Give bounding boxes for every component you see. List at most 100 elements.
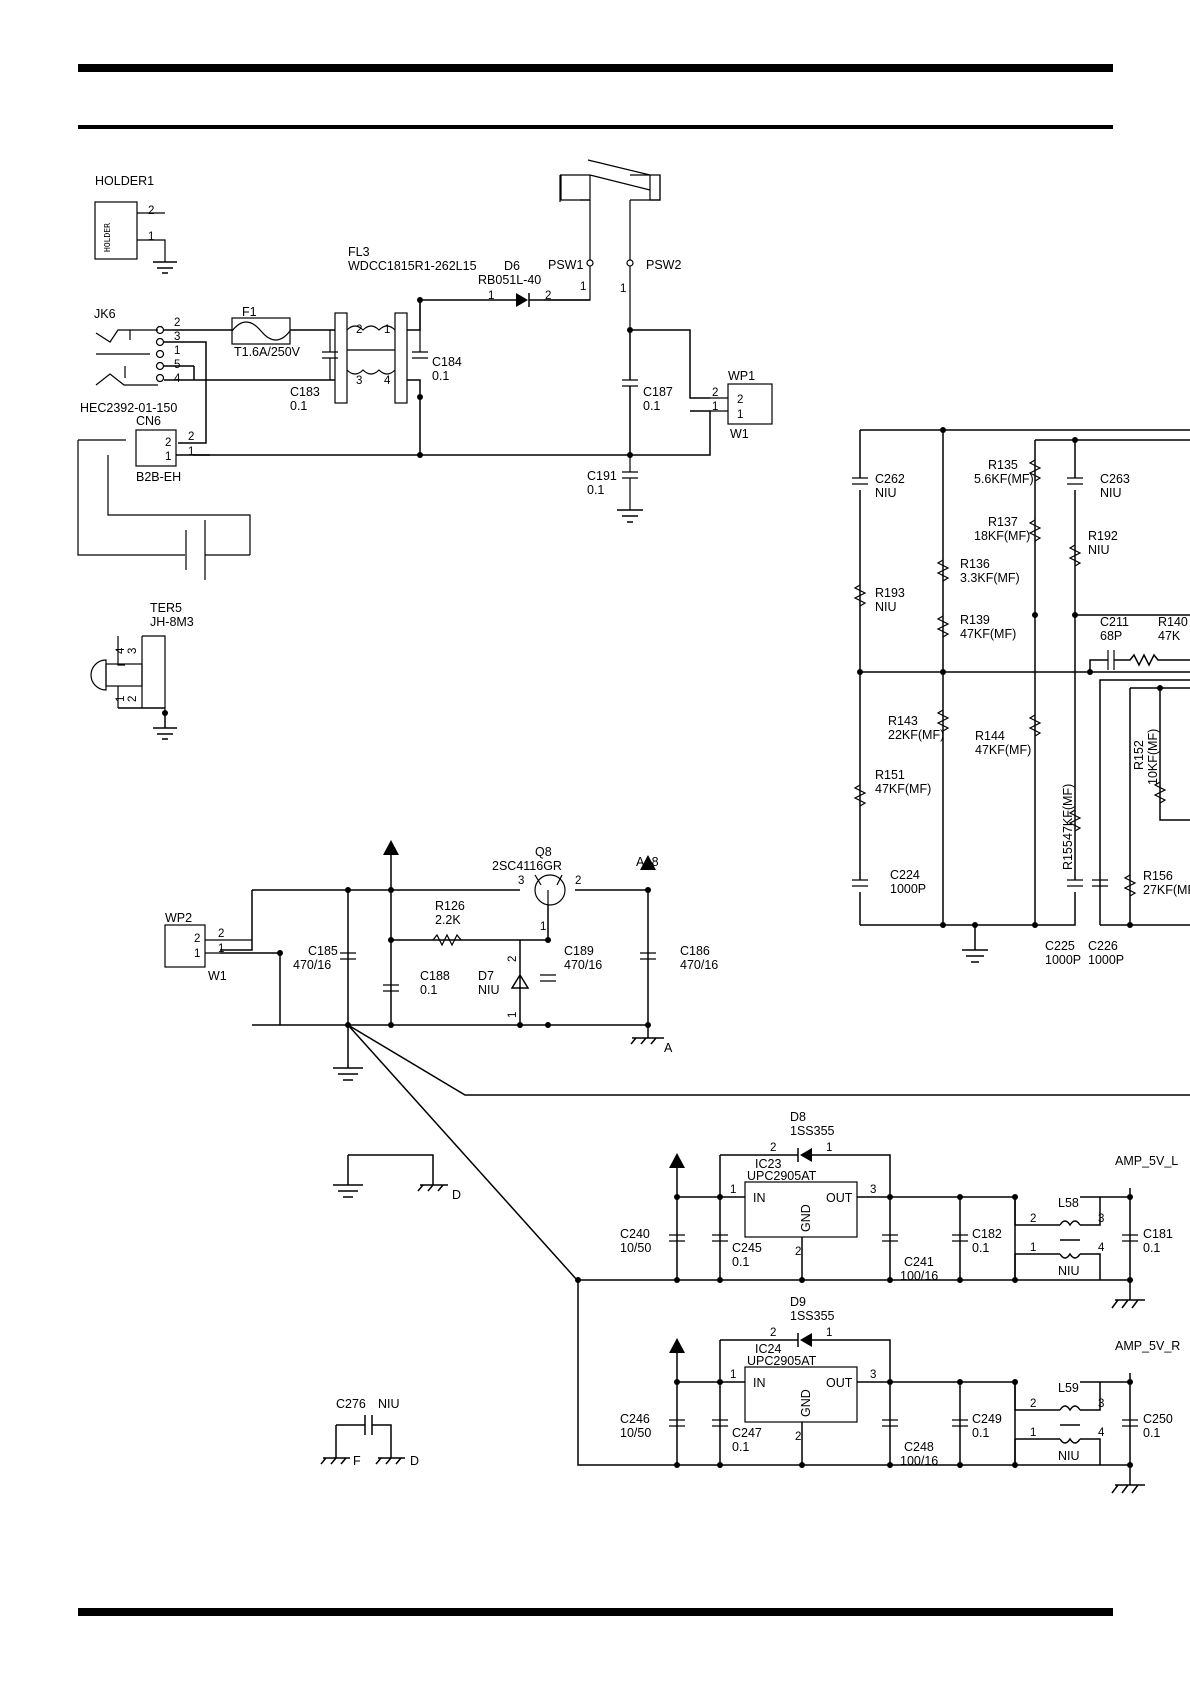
svg-text:3: 3 bbox=[870, 1184, 876, 1196]
svg-text:27KF(MF): 27KF(MF) bbox=[1143, 883, 1190, 897]
svg-text:C211: C211 bbox=[1100, 615, 1129, 629]
svg-text:C187: C187 bbox=[643, 385, 673, 399]
svg-text:UPC2905AT: UPC2905AT bbox=[747, 1169, 817, 1183]
svg-text:UPC2905AT: UPC2905AT bbox=[747, 1354, 817, 1368]
svg-text:68P: 68P bbox=[1100, 629, 1122, 643]
svg-text:0.1: 0.1 bbox=[290, 399, 307, 413]
svg-text:OUT: OUT bbox=[826, 1191, 853, 1205]
svg-text:T1.6A/250V: T1.6A/250V bbox=[234, 345, 301, 359]
svg-text:R126: R126 bbox=[435, 899, 465, 913]
svg-text:4: 4 bbox=[1098, 1427, 1105, 1439]
svg-text:0.1: 0.1 bbox=[1143, 1241, 1160, 1255]
svg-text:1SS355: 1SS355 bbox=[790, 1309, 835, 1323]
svg-text:C185: C185 bbox=[308, 944, 338, 958]
svg-text:C191: C191 bbox=[587, 469, 617, 483]
svg-text:4: 4 bbox=[384, 375, 391, 387]
svg-text:D8: D8 bbox=[790, 1110, 806, 1124]
svg-text:1: 1 bbox=[1030, 1427, 1036, 1439]
svg-text:2.2K: 2.2K bbox=[435, 913, 461, 927]
svg-text:C182: C182 bbox=[972, 1227, 1002, 1241]
svg-text:C250: C250 bbox=[1143, 1412, 1173, 1426]
svg-text:0.1: 0.1 bbox=[432, 369, 449, 383]
svg-text:470/16: 470/16 bbox=[680, 958, 718, 972]
svg-text:2: 2 bbox=[770, 1142, 776, 1154]
svg-text:GND: GND bbox=[799, 1389, 813, 1417]
svg-text:3: 3 bbox=[1098, 1213, 1104, 1225]
svg-text:HEC2392-01-150: HEC2392-01-150 bbox=[80, 401, 177, 415]
svg-text:R156: R156 bbox=[1143, 869, 1173, 883]
svg-text:A+8: A+8 bbox=[636, 855, 659, 869]
svg-text:F1: F1 bbox=[242, 305, 257, 319]
svg-text:2: 2 bbox=[1030, 1398, 1036, 1410]
svg-text:C181: C181 bbox=[1143, 1227, 1173, 1241]
svg-text:2: 2 bbox=[1030, 1213, 1036, 1225]
svg-text:IC23: IC23 bbox=[755, 1157, 781, 1171]
svg-text:C245: C245 bbox=[732, 1241, 762, 1255]
svg-text:1: 1 bbox=[188, 446, 194, 458]
svg-text:C241: C241 bbox=[904, 1255, 934, 1269]
svg-text:1: 1 bbox=[488, 290, 494, 302]
svg-text:C183: C183 bbox=[290, 385, 320, 399]
svg-text:B2B-EH: B2B-EH bbox=[136, 470, 181, 484]
svg-text:L59: L59 bbox=[1058, 1381, 1079, 1395]
svg-text:NIU: NIU bbox=[875, 600, 897, 614]
svg-text:PSW2: PSW2 bbox=[646, 258, 681, 272]
svg-text:2: 2 bbox=[174, 317, 180, 329]
svg-text:1: 1 bbox=[730, 1369, 736, 1381]
svg-text:WP1: WP1 bbox=[728, 369, 755, 383]
svg-text:10/50: 10/50 bbox=[620, 1426, 651, 1440]
svg-text:FL3: FL3 bbox=[348, 245, 370, 259]
svg-text:1000P: 1000P bbox=[1088, 953, 1124, 967]
svg-text:NIU: NIU bbox=[875, 486, 897, 500]
svg-text:2SC4116GR: 2SC4116GR bbox=[492, 859, 562, 873]
svg-text:D6: D6 bbox=[504, 259, 520, 273]
svg-text:R144: R144 bbox=[975, 729, 1005, 743]
svg-text:1: 1 bbox=[730, 1184, 736, 1196]
svg-text:HOLDER: HOLDER bbox=[103, 223, 112, 252]
svg-text:2: 2 bbox=[737, 394, 743, 406]
svg-text:R139: R139 bbox=[960, 613, 990, 627]
svg-text:2: 2 bbox=[356, 324, 362, 336]
svg-text:W1: W1 bbox=[730, 427, 749, 441]
svg-text:1: 1 bbox=[826, 1327, 832, 1339]
svg-text:TER5: TER5 bbox=[150, 601, 182, 615]
svg-text:47KF(MF): 47KF(MF) bbox=[875, 782, 931, 796]
svg-text:1000P: 1000P bbox=[1045, 953, 1081, 967]
svg-text:47KF(MF): 47KF(MF) bbox=[975, 743, 1031, 757]
svg-text:1: 1 bbox=[826, 1142, 832, 1154]
header-rule bbox=[78, 125, 1113, 129]
svg-text:4: 4 bbox=[115, 647, 127, 654]
svg-text:2: 2 bbox=[218, 928, 224, 940]
svg-text:C276: C276 bbox=[336, 1397, 366, 1411]
svg-text:NIU: NIU bbox=[1100, 486, 1122, 500]
svg-text:2: 2 bbox=[545, 290, 551, 302]
svg-text:C246: C246 bbox=[620, 1412, 650, 1426]
svg-text:1: 1 bbox=[115, 696, 127, 702]
svg-text:NIU: NIU bbox=[1058, 1449, 1080, 1463]
svg-text:1: 1 bbox=[507, 1012, 519, 1018]
svg-text:OUT: OUT bbox=[826, 1376, 853, 1390]
svg-text:IN: IN bbox=[753, 1376, 766, 1390]
svg-text:1SS355: 1SS355 bbox=[790, 1124, 835, 1138]
svg-text:WDCC1815R1-262L15: WDCC1815R1-262L15 bbox=[348, 259, 477, 273]
svg-text:1: 1 bbox=[174, 345, 180, 357]
svg-text:10/50: 10/50 bbox=[620, 1241, 651, 1255]
svg-text:NIU: NIU bbox=[378, 1397, 400, 1411]
svg-text:GND: GND bbox=[799, 1204, 813, 1232]
svg-text:L58: L58 bbox=[1058, 1196, 1079, 1210]
svg-text:A: A bbox=[664, 1041, 673, 1055]
svg-text:4: 4 bbox=[1098, 1242, 1105, 1254]
svg-text:0.1: 0.1 bbox=[643, 399, 660, 413]
wp2-connector: WP2 21 21 W1 bbox=[164, 911, 252, 983]
svg-text:1: 1 bbox=[384, 324, 390, 336]
svg-text:NIU: NIU bbox=[1088, 543, 1110, 557]
svg-text:1: 1 bbox=[148, 231, 154, 243]
svg-text:1000P: 1000P bbox=[890, 882, 926, 896]
svg-text:0.1: 0.1 bbox=[972, 1241, 989, 1255]
svg-text:1: 1 bbox=[194, 948, 200, 960]
svg-text:2: 2 bbox=[712, 387, 718, 399]
